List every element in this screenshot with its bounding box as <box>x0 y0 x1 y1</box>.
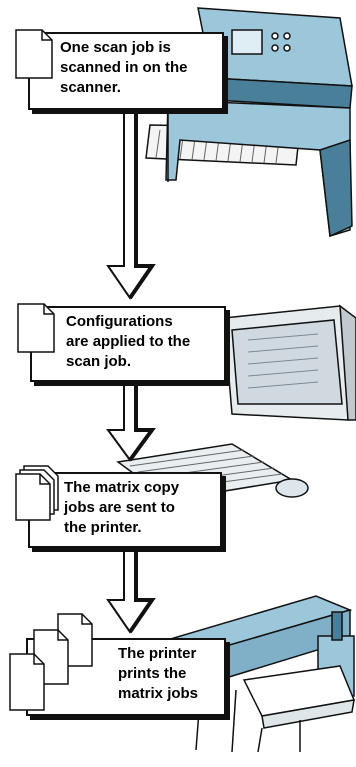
callout-text-line: The matrix copy <box>64 479 180 496</box>
callout-text-line: jobs are sent to <box>64 499 175 516</box>
document-stack-icon <box>15 465 59 521</box>
callout-text-line: matrix jobs <box>118 685 199 702</box>
callout-text-line: scanned in on the <box>60 59 188 76</box>
callout-scan: One scan job is scanned in on the scanne… <box>28 32 224 110</box>
callout-text-line: scanner. <box>60 79 121 96</box>
callout-text-line: prints the <box>118 665 187 682</box>
callout-text-line: scan job. <box>66 353 132 370</box>
flow-arrows <box>106 107 156 634</box>
document-icon <box>15 29 53 79</box>
arrow-configure-to-send <box>106 383 156 462</box>
arrow-send-to-print <box>106 547 156 634</box>
callout-text-line: the printer. <box>64 519 142 536</box>
arrow-scan-to-configure <box>106 107 156 300</box>
callout-configure: Configurations are applied to the scan j… <box>30 306 226 382</box>
document-icon <box>17 303 55 353</box>
callout-text-line: Configurations <box>66 313 173 330</box>
callout-send: The matrix copy jobs are sent to the pri… <box>28 472 222 548</box>
callout-text-line: The printer <box>118 645 197 662</box>
multiple-documents-icon <box>9 613 93 711</box>
callout-text-line: are applied to the <box>66 333 191 350</box>
callout-text-line: One scan job is <box>60 39 171 56</box>
